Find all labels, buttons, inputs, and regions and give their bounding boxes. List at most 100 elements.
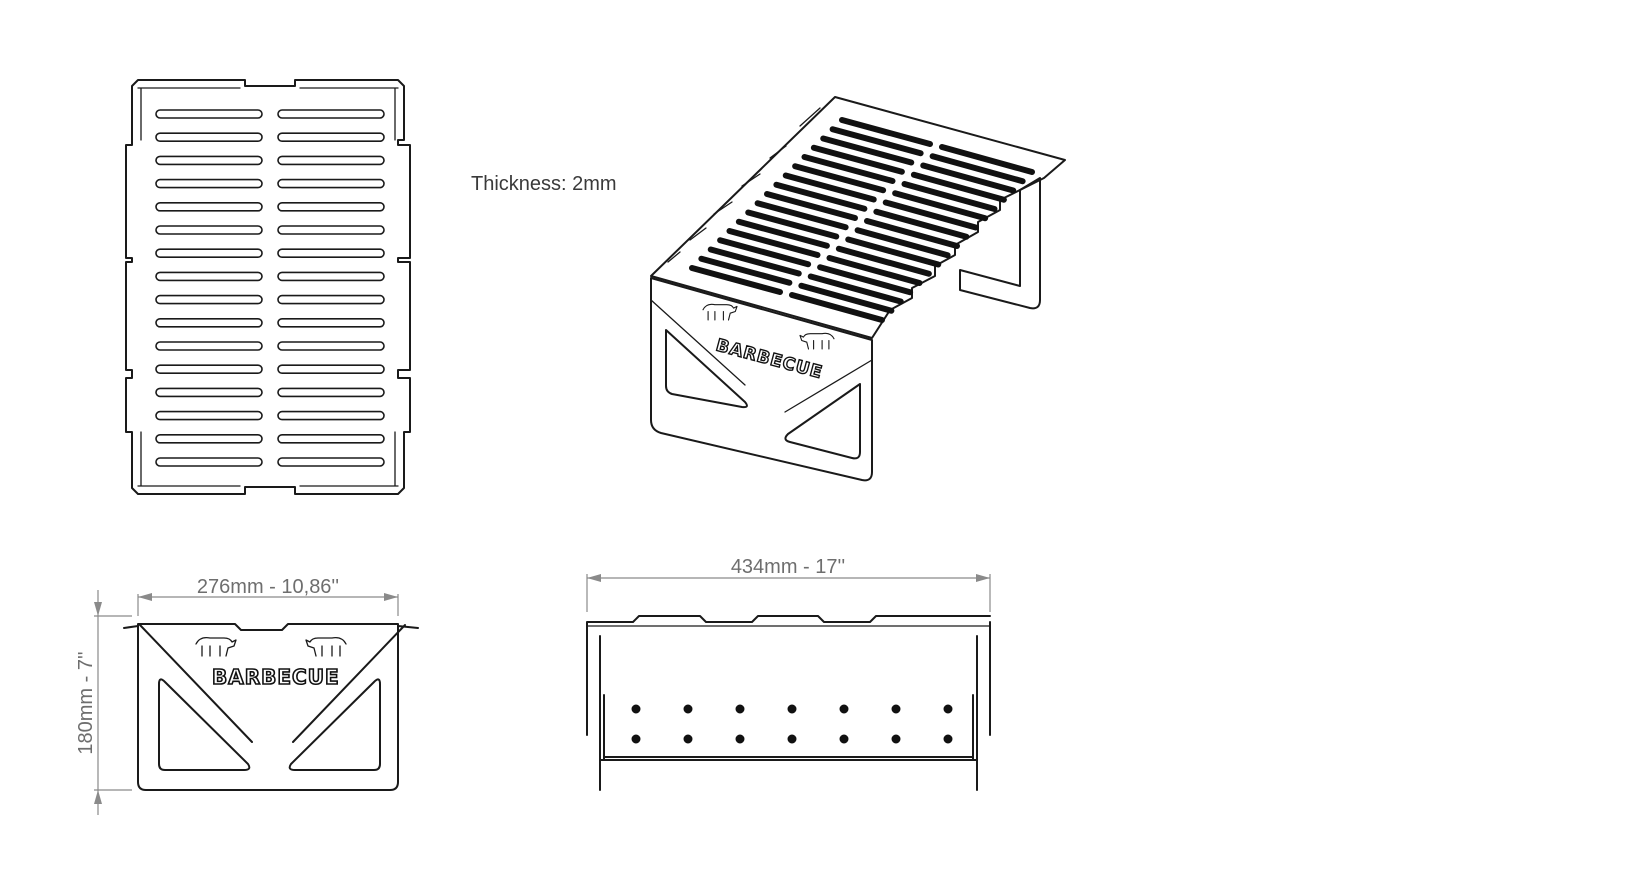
side-view-top-bar: [123, 625, 419, 629]
bull-icon: [702, 303, 738, 321]
iso-slot: [839, 117, 933, 147]
front-hole: [891, 704, 901, 714]
iso-slot: [792, 163, 887, 194]
front-hole: [943, 734, 953, 744]
iso-slot: [754, 200, 849, 231]
side-view-triangle-left: [158, 678, 251, 771]
iso-end-plate: [650, 277, 873, 482]
grate-slot: [155, 109, 263, 119]
side-height-dimension: 180mm - 7'': [75, 590, 132, 815]
iso-logo: BARBECUE: [702, 303, 835, 384]
iso-slot: [817, 264, 914, 296]
iso-slot: [773, 181, 868, 212]
front-length-label: 434mm - 17'': [731, 556, 845, 578]
front-hole: [787, 734, 797, 744]
top-view-outline: [125, 79, 411, 495]
grate-slot: [155, 178, 263, 189]
iso-slot: [798, 282, 895, 314]
front-length-dimension: 434mm - 17'': [586, 556, 991, 612]
iso-slot: [854, 227, 951, 259]
iso-slot: [698, 255, 793, 286]
grate-slot: [155, 341, 263, 351]
iso-slot: [835, 245, 932, 277]
front-view-outline: [586, 615, 991, 736]
iso-slot: [782, 172, 877, 203]
front-hole: [891, 734, 901, 744]
iso-far-plate: [959, 177, 1041, 310]
iso-triangle-cutout-left: [665, 329, 748, 409]
front-view-bottom-rail: [599, 756, 978, 761]
grate-slot: [155, 433, 263, 444]
iso-slot: [892, 190, 989, 222]
isometric-view: BARBECUE: [650, 96, 1066, 482]
iso-slot: [929, 153, 1026, 185]
iso-slot: [810, 144, 905, 175]
front-view-legs: [599, 635, 978, 791]
grate-slot: [155, 155, 263, 166]
side-view-diagonal-right: [292, 624, 406, 743]
side-height-label: 180mm - 7'': [75, 651, 97, 754]
iso-slot: [789, 292, 885, 323]
grate-slot: [277, 202, 385, 212]
iso-slot: [717, 237, 812, 268]
grate-slot: [277, 225, 385, 235]
front-hole: [631, 734, 641, 744]
iso-grate-tabs: [667, 107, 821, 263]
grate-slots: [155, 109, 385, 467]
front-hole: [839, 704, 849, 714]
iso-triangle-cutout-right: [784, 383, 861, 460]
iso-slot: [882, 199, 979, 231]
iso-slot: [726, 228, 821, 258]
grate-slot: [277, 364, 385, 375]
iso-slot: [826, 255, 923, 286]
top-view: [125, 79, 411, 495]
front-view-holes: [631, 704, 953, 744]
bull-icon: [305, 636, 347, 657]
grate-slot: [277, 155, 385, 166]
front-hole: [683, 704, 693, 714]
iso-slot: [735, 218, 830, 249]
iso-slot: [864, 218, 960, 249]
front-hole: [943, 704, 953, 714]
front-hole: [631, 704, 641, 714]
iso-logo-text: BARBECUE: [714, 336, 825, 384]
grate-slot: [277, 457, 385, 467]
iso-slot: [801, 154, 896, 184]
front-hole: [735, 704, 745, 714]
grate-slot: [155, 132, 263, 142]
iso-slot: [845, 236, 942, 268]
front-hole: [735, 734, 745, 744]
grate-slot: [277, 317, 385, 328]
grate-slot: [277, 387, 385, 398]
grate-slot: [155, 457, 263, 467]
side-view-outline: [137, 623, 399, 791]
iso-slot: [764, 191, 858, 221]
side-view: BARBECUE: [123, 623, 419, 791]
grate-slot: [277, 294, 385, 305]
side-view-triangle-right: [288, 678, 381, 771]
grate-slot: [155, 202, 263, 212]
side-width-dimension: 276mm - 10,86'': [137, 576, 399, 616]
top-view-inner-edge: [137, 87, 399, 487]
iso-diagonal-brace: [650, 299, 873, 413]
grate-slot: [277, 433, 385, 444]
bull-icon: [195, 636, 237, 657]
front-hole: [787, 704, 797, 714]
grate-slot: [277, 341, 385, 351]
grate-slot: [155, 317, 263, 328]
grate-slot: [277, 178, 385, 189]
grate-slot: [277, 271, 385, 282]
front-hole: [683, 734, 693, 744]
iso-slot: [939, 144, 1035, 175]
grate-slot: [277, 132, 385, 142]
iso-grate-slots: [689, 117, 1035, 323]
grate-slot: [155, 387, 263, 398]
iso-slot: [745, 209, 840, 240]
grate-slot: [155, 225, 263, 235]
front-view: [586, 615, 991, 791]
iso-slot: [807, 273, 904, 305]
iso-slot: [689, 265, 783, 295]
grate-slot: [277, 109, 385, 119]
front-hole: [839, 734, 849, 744]
